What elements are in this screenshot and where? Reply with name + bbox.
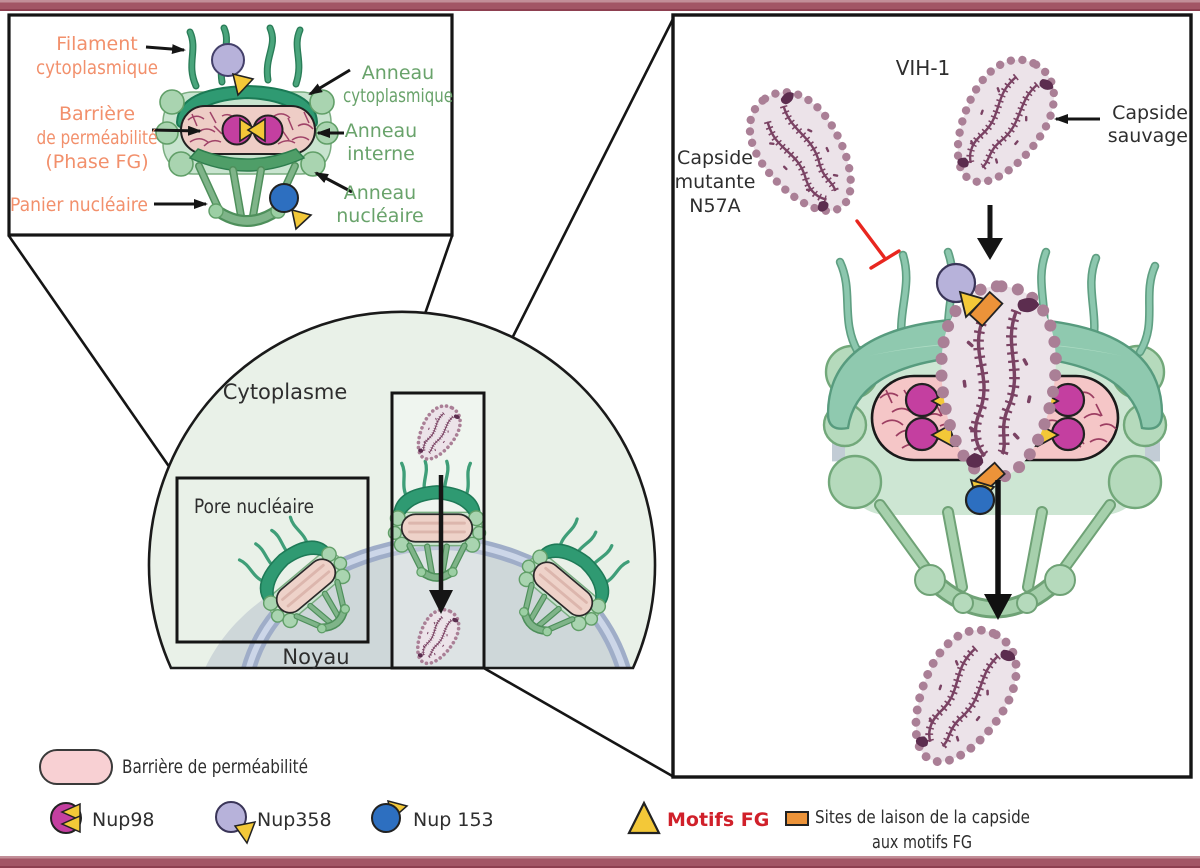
panier-label: Panier nucléaire <box>10 194 148 216</box>
anneau-interne-label-2: interne <box>347 143 415 165</box>
barriere-label-3: (Phase FG) <box>45 151 148 173</box>
inset-labels: Filament cytoplasmique Barrière de permé… <box>10 33 453 227</box>
barriere-label-2: de perméabilité <box>37 127 158 149</box>
legend-sites-label-1: Sites de laison de la capside <box>815 807 1030 828</box>
filament-label-2: cytoplasmique <box>36 57 158 79</box>
capside-mutante-label-1: Capside <box>677 147 753 169</box>
inset-nup358 <box>211 43 255 97</box>
legend: Barrière de perméabilité Nup98 Nup358 Nu… <box>39 749 1030 853</box>
transport-zoom-box <box>390 391 486 670</box>
noyau-label: Noyau <box>282 645 349 669</box>
vih1-label: VIH-1 <box>896 56 951 80</box>
legend-nup153-label: Nup 153 <box>413 809 494 831</box>
inset-nup153 <box>269 183 313 231</box>
legend-barriere-label: Barrière de perméabilité <box>122 756 308 778</box>
inhibition-symbol <box>855 219 901 270</box>
cell-overview: Cytoplasme Noyau Pore nucléaire <box>147 310 657 670</box>
detail-nuclear-pore <box>822 247 1168 620</box>
nup153-bound <box>964 461 1006 516</box>
inset-pore-graphic <box>155 24 339 231</box>
legend-motifs-fg-label: Motifs FG <box>667 809 769 831</box>
nup153-icon <box>371 799 409 833</box>
barrier-pill-icon <box>39 749 113 785</box>
pore-nucleaire-label: Pore nucléaire <box>194 495 314 518</box>
inset-arrows <box>145 44 353 209</box>
capside-sauvage-label-1: Capside <box>1112 102 1188 124</box>
legend-sites-label-2: aux motifs FG <box>872 832 972 853</box>
anneau-cyto-label-1: Anneau <box>362 62 434 84</box>
import-arrow-small <box>429 475 453 614</box>
capside-mutante-label-2: mutante <box>675 171 756 193</box>
pore-nucleaire-box <box>175 476 370 644</box>
anneau-nucleaire-label-2: nucléaire <box>336 205 424 227</box>
anneau-interne-label-1: Anneau <box>345 120 417 142</box>
filament-label-1: Filament <box>56 33 137 55</box>
anneau-interne-rings <box>155 89 339 177</box>
legend-nup98-label: Nup98 <box>92 809 155 831</box>
import-arrow-large <box>984 480 1012 620</box>
cell-outline <box>147 310 657 670</box>
inset-nup98-pair <box>221 114 284 146</box>
nup98-icon <box>50 802 82 834</box>
binding-site-rect-icon <box>785 811 809 826</box>
nup358-bound <box>935 262 1004 328</box>
capside-mutante-label-3: N57A <box>689 195 740 217</box>
legend-nup358-label: Nup358 <box>257 809 332 831</box>
detail-panel: VIH-1 Capside sauvage Capside mutante N5… <box>671 13 1193 779</box>
anneau-cyto-label-2: cytoplasmique <box>343 85 453 107</box>
fg-triangle-icon <box>627 800 661 835</box>
anneau-nucleaire-label-1: Anneau <box>344 182 416 204</box>
bottom-frame-bar <box>0 856 1200 868</box>
nup358-icon <box>215 801 257 845</box>
entry-arrow <box>977 205 1003 260</box>
capside-sauvage-label-2: sauvage <box>1108 125 1188 147</box>
pore-anatomy-inset: Filament cytoplasmique Barrière de permé… <box>7 13 454 237</box>
cytoplasme-label: Cytoplasme <box>223 380 348 404</box>
top-frame-bar <box>0 0 1200 11</box>
barriere-label-1: Barrière <box>59 103 135 125</box>
